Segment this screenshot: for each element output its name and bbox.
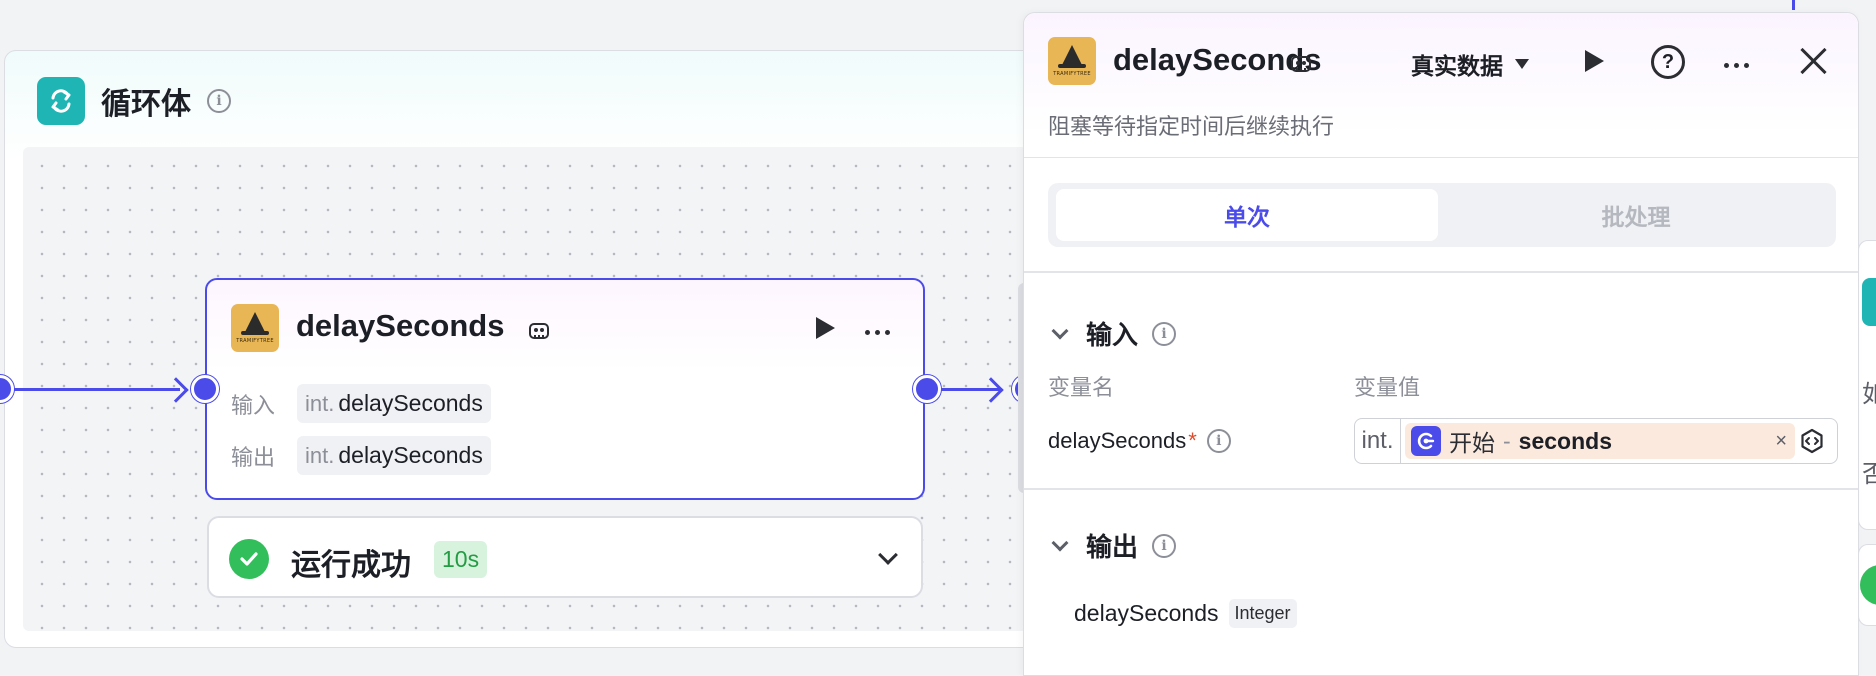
ref-separator: - [1503,427,1511,454]
input-chip: int.delaySeconds [297,384,491,423]
info-icon[interactable]: i [1152,321,1177,346]
output-label: 输出 [231,444,276,470]
chevron-down-icon [1051,322,1069,339]
start-node-icon [1411,426,1441,456]
run-node-button[interactable] [816,317,835,339]
output-name: delaySeconds [1074,600,1219,626]
node-detail-panel: TRAMIFYTREE delaySeconds 真实数据 ? 阻塞等待指定时间… [1023,12,1859,676]
caret-down-icon [1515,59,1529,69]
top-edge-line [1792,0,1795,10]
loop-header: 循环体 i [37,77,231,125]
info-icon[interactable]: i [1152,533,1177,558]
partial-text-2: 否 [1862,461,1876,488]
column-var-name: 变量名 [1048,375,1115,400]
input-section-header[interactable]: 输入 i [1051,315,1177,352]
chevron-down-icon [1051,534,1069,551]
input-section-title: 输入 [1086,320,1139,350]
output-chip: int.delaySeconds [297,436,491,475]
partial-node-icon [1862,278,1876,326]
column-var-value: 变量值 [1354,375,1421,400]
help-icon[interactable]: ? [1651,45,1685,79]
partial-check-icon [1860,565,1876,605]
chevron-down-icon[interactable] [878,545,898,565]
run-status-card[interactable]: 运行成功 10s [207,516,923,598]
divider [1024,271,1858,273]
panel-title: delaySeconds [1113,42,1322,77]
divider [1024,488,1858,490]
ref-field: seconds [1518,427,1612,454]
tab-batch[interactable]: 批处理 [1601,204,1671,230]
partial-text-1: 如 [1862,381,1876,408]
more-icon[interactable] [865,326,890,339]
output-section-header[interactable]: 输出 i [1051,527,1177,564]
more-icon[interactable] [1724,59,1749,72]
outgoing-edge [940,388,1002,391]
var-value-field[interactable]: int. 开始 - seconds × [1354,418,1838,464]
loop-title: 循环体 [101,88,191,121]
input-label: 输入 [231,392,276,418]
ref-source: 开始 [1449,430,1495,456]
data-mode-dropdown[interactable]: 真实数据 [1411,47,1529,81]
variable-reference-chip[interactable]: 开始 - seconds × [1405,423,1795,459]
delay-node[interactable]: TRAMIFYTREE delaySeconds 输入 int.delaySec… [205,278,925,500]
clear-icon[interactable]: × [1775,429,1787,452]
node-title: delaySeconds [296,308,505,343]
panel-header: TRAMIFYTREE delaySeconds 真实数据 ? 阻塞等待指定时间… [1024,13,1858,158]
node-input-row: 输入 int.delaySeconds [231,384,491,423]
data-mode-label: 真实数据 [1411,53,1503,79]
mask-icon [528,320,550,347]
plugin-icon: TRAMIFYTREE [231,304,279,352]
var-name-text: delaySeconds [1048,428,1187,453]
output-section-title: 输出 [1086,532,1139,562]
input-var-name: delaySeconds * i [1048,428,1231,454]
plugin-icon: TRAMIFYTREE [1048,37,1096,85]
mode-tabs: 单次 批处理 [1048,183,1836,247]
loop-icon [37,77,85,125]
incoming-edge [0,388,180,391]
node-output-port[interactable] [913,375,941,403]
output-row: delaySeconds Integer [1074,599,1297,628]
required-mark: * [1188,428,1197,453]
duration-badge: 10s [434,541,488,578]
node-input-port[interactable] [191,375,219,403]
node-output-row: 输出 int.delaySeconds [231,436,491,475]
output-type-badge: Integer [1228,599,1297,628]
close-icon[interactable] [1799,46,1829,76]
info-icon[interactable]: i [207,89,231,113]
variable-picker-icon[interactable] [1795,428,1829,454]
info-icon[interactable]: i [1206,429,1231,453]
panel-description: 阻塞等待指定时间后继续执行 [1048,114,1335,139]
run-button[interactable] [1585,50,1604,72]
var-type-label: int. [1355,419,1401,463]
success-check-icon [229,539,269,579]
tab-single[interactable]: 单次 [1056,189,1438,241]
mask-icon [1290,53,1312,80]
status-text: 运行成功 [291,549,411,582]
